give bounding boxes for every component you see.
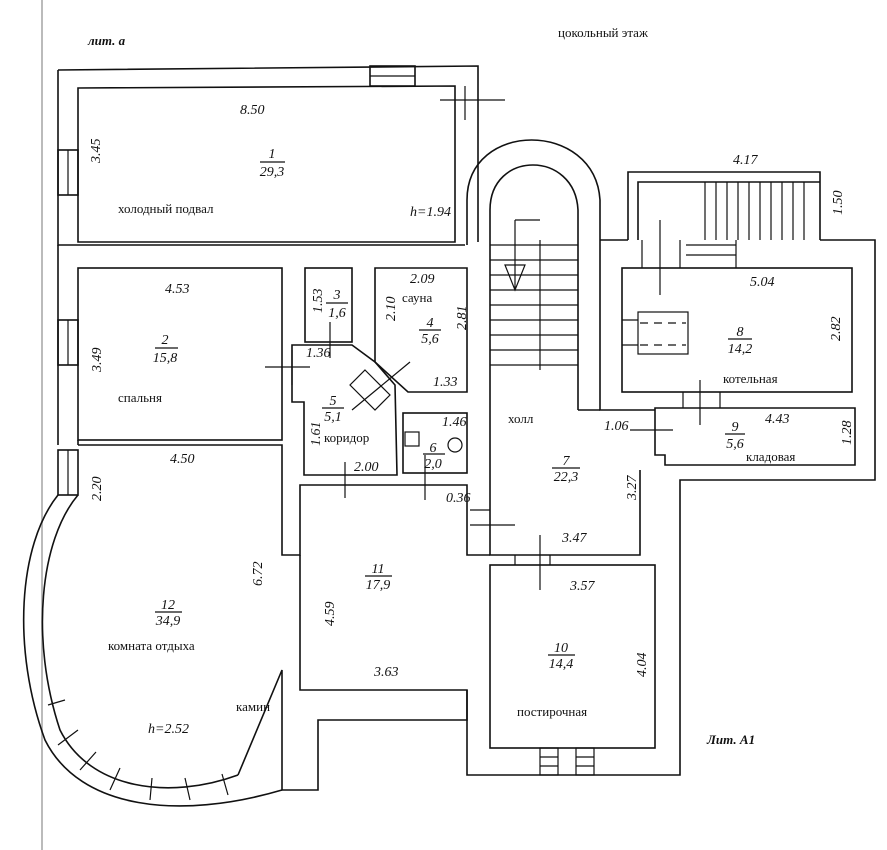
toilet-icon	[447, 437, 463, 453]
plan-label: 12	[161, 598, 175, 613]
plan-label: 4.59	[323, 602, 338, 627]
plan-label: 22,3	[554, 470, 579, 485]
plan-label: спальня	[118, 390, 162, 405]
plan-label: 5.04	[750, 275, 775, 290]
room-8: 8 14,2 котельная	[723, 325, 778, 386]
room-3: 3 1,6	[326, 288, 348, 321]
plan-label: 5	[330, 394, 337, 409]
plan-label: 2.10	[384, 297, 399, 322]
plan-label: 3.57	[569, 579, 596, 594]
floor-title: цокольный этаж	[558, 25, 649, 40]
plan-label: 1.53	[311, 289, 326, 314]
plan-label: 1.28	[840, 421, 855, 446]
plan-label: 1.06	[604, 419, 629, 434]
plan-label: 1	[269, 147, 276, 162]
plan-label: 3.63	[373, 665, 399, 680]
plan-label: 6	[430, 441, 437, 456]
plan-label: 15,8	[153, 351, 178, 366]
boiler	[637, 311, 689, 355]
plan-label: 29,3	[260, 165, 285, 180]
plan-label: 4	[427, 316, 434, 331]
plan-label: 5,6	[726, 437, 744, 452]
plan-label: 3	[333, 288, 341, 303]
plan-label: постирочная	[517, 704, 587, 719]
plan-label: 1.33	[433, 375, 458, 390]
room-11: 11 17,9	[365, 562, 392, 593]
plan-label: 2,0	[424, 457, 442, 472]
plan-label: 4.53	[165, 282, 190, 297]
plan-label: 2.81	[455, 306, 470, 331]
room-10: 10 14,4 постирочная	[517, 641, 587, 719]
plan-label: 7	[563, 454, 571, 469]
plan-label: 5,6	[421, 332, 439, 347]
plan-label: 9	[732, 420, 739, 435]
plan-label: 4.43	[765, 412, 790, 427]
plan-label: 11	[372, 562, 385, 577]
plan-label: сауна	[402, 290, 432, 305]
plan-label: 4.50	[170, 452, 195, 467]
lit-a1-label: Лит. А1	[706, 732, 755, 747]
plan-label: коридор	[324, 430, 369, 445]
room-6: 6 2,0	[423, 441, 445, 472]
room-4: сауна 4 5,6	[402, 290, 441, 347]
plan-label: камин	[236, 699, 270, 714]
plan-label: 1.61	[309, 422, 324, 447]
plan-label: 3.45	[89, 139, 104, 165]
plan-label: 3.47	[561, 531, 588, 546]
plan-label: холодный подвал	[118, 201, 214, 216]
sink-icon	[404, 431, 420, 447]
plan-label: 0.36	[446, 491, 471, 506]
plan-label: 6.72	[251, 562, 266, 587]
walls-lit-a	[22, 65, 515, 807]
room-1: 1 29,3 холодный подвал h=1.94	[118, 147, 451, 220]
plan-label: 2.20	[90, 477, 105, 502]
room-9: 9 5,6 кладовая	[725, 420, 795, 464]
room-7: холл 7 22,3	[508, 411, 580, 485]
plan-label: кладовая	[746, 449, 795, 464]
plan-label: 3.49	[90, 348, 105, 374]
plan-label: 2.82	[829, 317, 844, 342]
plan-label: h=2.52	[148, 722, 189, 737]
plan-label: комната отдыха	[108, 638, 195, 653]
plan-label: 5,1	[324, 410, 342, 425]
plan-label: холл	[508, 411, 534, 426]
plan-label: котельная	[723, 371, 778, 386]
plan-label: 34,9	[155, 614, 181, 629]
plan-label: 14,2	[728, 342, 753, 357]
plan-label: 14,4	[549, 657, 574, 672]
stairs	[490, 219, 578, 370]
plan-label: h=1.94	[410, 205, 451, 220]
plan-label: 4.17	[733, 153, 759, 168]
room-12: 12 34,9 комната отдыха h=2.52 камин	[108, 598, 270, 737]
plan-label: 4.04	[635, 653, 650, 678]
room-2: 2 15,8 спальня	[118, 333, 178, 405]
plan-label: 2.00	[354, 460, 379, 475]
plan-label: 2.09	[410, 272, 435, 287]
walls-lit-a1	[466, 139, 876, 776]
plan-label: 2	[162, 333, 169, 348]
plan-label: 8.50	[240, 103, 265, 118]
dimensions: 8.50 3.45 4.53 3.49 1.53 1.36 2.09 2.10 …	[89, 103, 855, 680]
plan-label: 8	[737, 325, 744, 340]
plan-label: 1.36	[306, 346, 331, 361]
plan-label: 1.46	[442, 415, 467, 430]
plan-label: 10	[554, 641, 568, 656]
plan-label: 1.50	[831, 191, 846, 216]
lit-a-label: лит. а	[87, 33, 126, 48]
room-5: 5 5,1 коридор	[322, 394, 369, 445]
plan-label: 17,9	[366, 578, 391, 593]
plan-label: 3.27	[625, 475, 640, 502]
plan-label: 1,6	[328, 306, 346, 321]
